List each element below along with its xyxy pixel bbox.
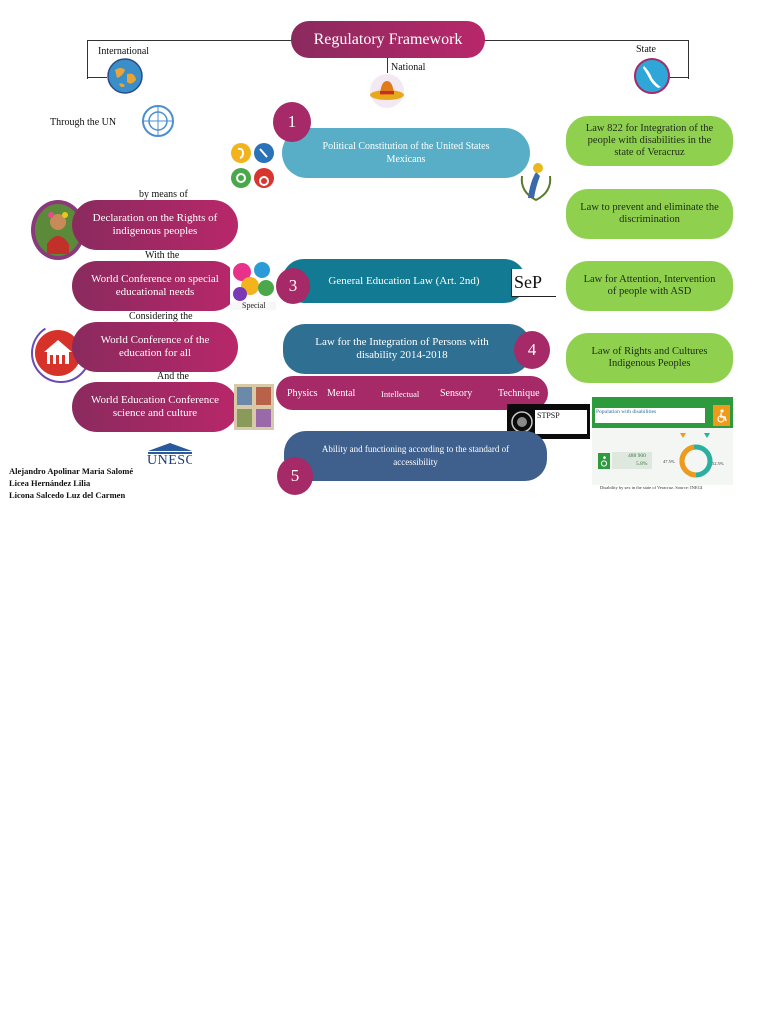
unesco-logo-icon: UNESCO [140,441,192,485]
right-item-2-text: Law to prevent and eliminate the discrim… [580,202,719,225]
label-state: State [636,44,656,55]
page-title: Regulatory Framework [291,21,485,58]
author-3: Licona Salcedo Luz del Carmen [9,490,126,500]
connector-national [387,57,388,73]
disability-type-intellectual: Intellectual [381,389,420,399]
center-number-5: 5 [277,457,313,495]
page-title-text: Regulatory Framework [313,31,463,48]
right-item-4: Law of Rights and Cultures Indigenous Pe… [566,333,733,383]
left-item-2: World Conference on special educational … [72,261,238,311]
center-number-4: 4 [514,331,550,369]
label-international: International [98,46,150,57]
disability-type-physics: Physics [287,388,318,399]
author-1: Alejandro Apolinar Maria Salomé [9,466,134,476]
left-item-3: World Conference of the education for al… [72,322,238,372]
left-item-1: Declaration on the Rights of indigenous … [72,200,238,250]
considering-the-label: Considering the [129,311,193,322]
special-logo-text: Special [242,301,266,310]
infographic-male: 52.5% [712,461,724,466]
infographic-percent: 5.8% [636,461,648,467]
with-the-label: With the [145,250,180,261]
connector-international [87,40,293,79]
stps-logo: STPSP [507,404,590,439]
disability-types-bar [276,376,548,410]
disability-infographic: Population with disabilities 488 900 5.8… [592,397,733,485]
center-item-2-text: General Education Law (Art. 2nd) [328,274,480,287]
male-arrow-icon [704,433,710,438]
connector-state [484,40,689,79]
sombrero-icon [367,73,407,109]
through-un-label: Through the UN [50,117,117,128]
wheelchair-icon [713,405,730,426]
left-item-2-text: World Conference on special educational … [91,273,219,298]
right-item-4-text: Law of Rights and Cultures Indigenous Pe… [591,346,708,369]
center-item-3-text: Law for the Integration of Persons with … [315,336,489,361]
globe-icon [107,58,143,94]
mexico-seal-icon [516,158,556,204]
by-means-of-label: by means of [139,189,188,200]
center-item-5: Ability and functioning according to the… [284,431,547,481]
infographic-caption: Disability by sex in the state of Veracr… [600,485,703,490]
connector-state-tail [668,77,688,78]
center-item-1-text: Political Constitution of the United Sta… [322,141,490,165]
right-item-1: Law 822 for Integration of the people wi… [566,116,733,166]
right-item-3-text: Law for Attention, Intervention of peopl… [583,274,716,297]
disability-type-sensory: Sensory [440,388,473,399]
right-item-1-text: Law 822 for Integration of the people wi… [585,123,714,158]
unesco-logo-text: UNESCO [147,453,192,468]
left-item-3-text: World Conference of the education for al… [100,334,210,359]
stps-logo-text: STPSP [537,411,560,420]
connector-international-tail [87,77,107,78]
left-item-4: World Education Conference science and c… [72,382,238,432]
mosaic-artwork-icon [234,384,274,430]
right-item-2: Law to prevent and eliminate the discrim… [566,189,733,239]
infographic-count-box [612,452,652,469]
infographic-heading-box [595,408,705,423]
sex-donut-chart [679,444,713,478]
author-2: Licea Hernández Lilia [9,478,91,488]
disability-type-technique: Technique [498,388,540,399]
sep-logo: SeP [511,269,556,297]
center-item-1: Political Constitution of the United Sta… [282,128,530,178]
indigenous-portrait-icon [29,198,87,262]
disability-symbols-icon [229,140,277,192]
female-arrow-icon [680,433,686,438]
center-item-2: General Education Law (Art. 2nd) [282,259,526,303]
center-number-1: 1 [273,102,311,142]
stps-logo-panel [535,410,587,434]
center-item-5-text: Ability and functioning according to the… [321,444,510,467]
infographic-count-icon [598,453,610,469]
infographic-female: 47.5% [663,459,675,464]
center-number-3: 3 [276,268,310,304]
un-logo-icon [141,104,175,138]
and-the-label: And the [157,371,189,382]
infographic-heading: Population with disabilities [596,409,657,415]
disability-type-mental: Mental [327,388,356,399]
special-education-logo-icon: Special [230,260,276,310]
label-national: National [391,62,426,73]
left-item-4-text: World Education Conference science and c… [90,394,219,419]
sep-logo-text: SeP [514,272,543,292]
right-item-3: Law for Attention, Intervention of peopl… [566,261,733,311]
veracruz-map-icon [634,58,670,94]
infographic-count: 488 900 [628,453,646,459]
center-item-3: Law for the Integration of Persons with … [283,324,531,374]
left-item-1-text: Declaration on the Rights of indigenous … [92,212,218,237]
